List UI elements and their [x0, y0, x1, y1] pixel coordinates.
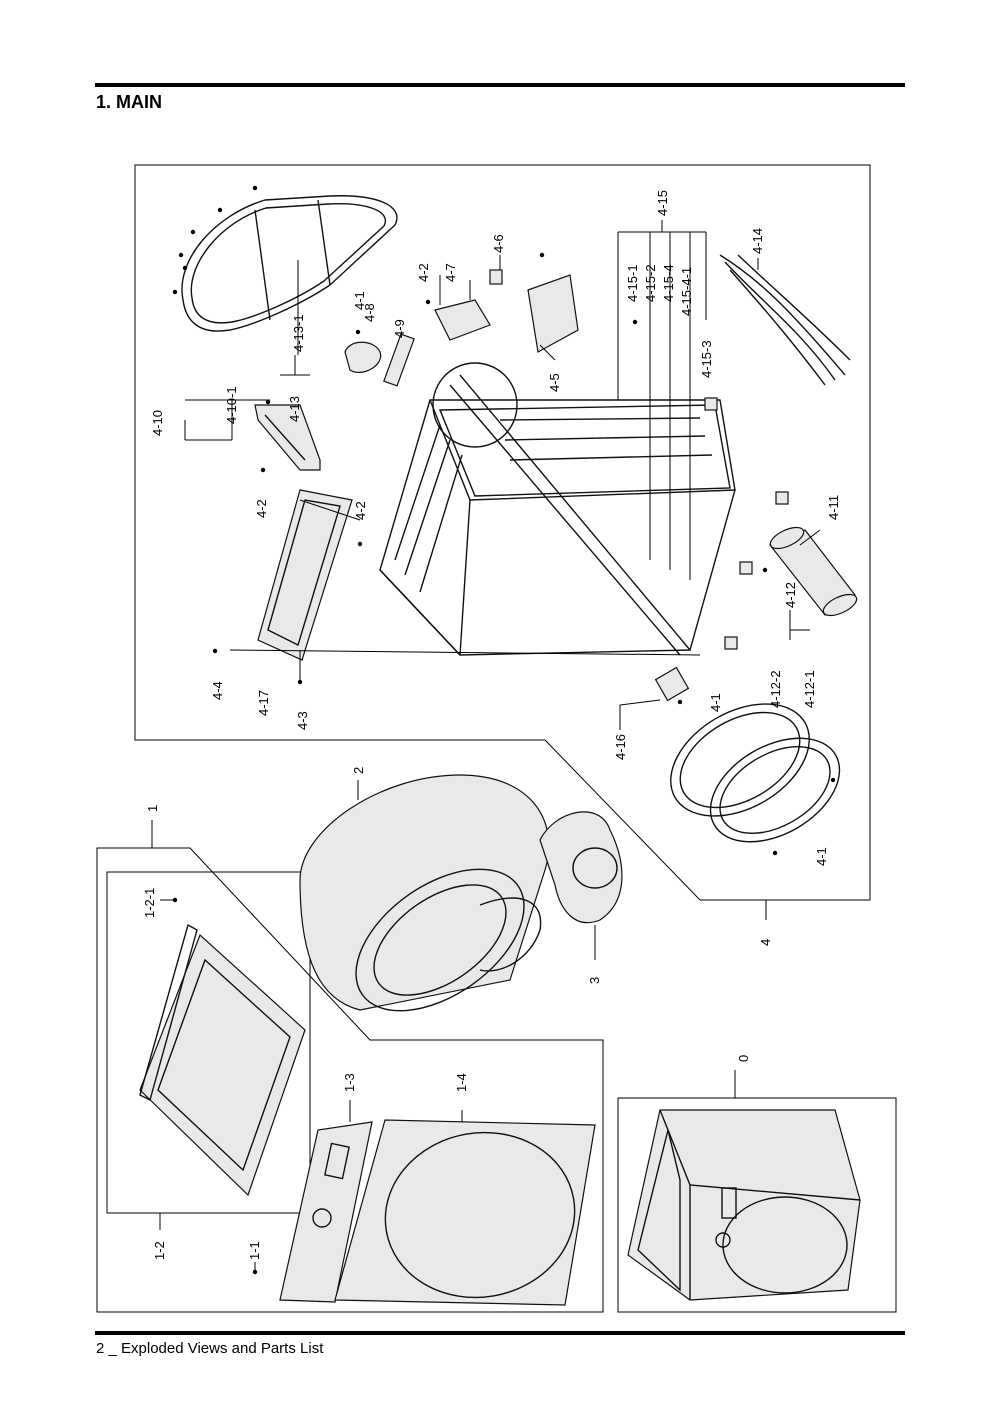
label-4-15: 4-15	[655, 190, 670, 216]
pcb-bracket-part	[527, 274, 579, 353]
front-rail-part	[257, 489, 353, 661]
leveling-feet	[704, 397, 789, 650]
assembled-dryer-part	[627, 1109, 861, 1301]
label-1-3: 1-3	[342, 1073, 357, 1092]
label-4-11: 4-11	[826, 495, 841, 520]
label-4-8: 4-8	[362, 303, 377, 322]
group-0-frame	[617, 1097, 897, 1313]
label-4-10: 4-10	[150, 410, 165, 436]
control-panel-part	[279, 1121, 373, 1303]
door-part	[139, 923, 306, 1197]
label-4-4: 4-4	[210, 681, 225, 700]
part-labels: 0 1 1-1 1-2 1-2-1 1-3 1-4 2 3 4 4-1 4-1 …	[142, 190, 841, 1260]
label-3: 3	[587, 977, 602, 984]
seal-rings-part	[670, 703, 841, 843]
label-4-13-1: 4-13-1	[291, 314, 306, 352]
label-4-2-b: 4-2	[254, 499, 269, 518]
screw-markers	[172, 185, 836, 1275]
label-1-1: 1-1	[247, 1241, 262, 1260]
exhaust-duct-part	[769, 526, 858, 617]
cabinet-part	[379, 362, 736, 656]
label-4-2-c: 4-2	[353, 501, 368, 520]
label-1-2: 1-2	[152, 1241, 167, 1260]
leader-lines	[151, 220, 821, 1272]
page-title: 1. MAIN	[96, 92, 163, 112]
label-4-1-b: 4-1	[708, 693, 723, 712]
top-cover-part	[181, 195, 398, 332]
label-4-3: 4-3	[295, 711, 310, 730]
blower-part	[539, 811, 623, 924]
label-4-14: 4-14	[750, 228, 765, 254]
top-rule	[95, 83, 905, 87]
label-4-12-2: 4-12-2	[768, 670, 783, 708]
sensor-part	[654, 666, 690, 702]
label-4-10-1: 4-10-1	[224, 386, 239, 424]
control-bracket-part	[254, 404, 321, 471]
label-4-7: 4-7	[443, 263, 458, 282]
group-4-frame	[134, 164, 871, 901]
small-parts	[344, 269, 503, 387]
label-2: 2	[351, 767, 366, 774]
label-4-17: 4-17	[256, 690, 271, 716]
label-1-2-1: 1-2-1	[142, 888, 157, 918]
bottom-rule	[95, 1331, 905, 1335]
label-4-13: 4-13	[287, 396, 302, 422]
group-1-frame	[96, 847, 604, 1313]
label-4-16: 4-16	[613, 734, 628, 760]
label-4-5: 4-5	[547, 373, 562, 392]
label-4-12-1: 4-12-1	[802, 670, 817, 708]
label-4-1-c: 4-1	[814, 847, 829, 866]
label-4-6: 4-6	[491, 234, 506, 253]
page-footer: 2 _ Exploded Views and Parts List	[96, 1340, 324, 1357]
label-4-15-4-1: 4-15-4-1	[679, 267, 694, 316]
wire-harness-part	[719, 254, 851, 386]
label-4-15-1: 4-15-1	[625, 264, 640, 302]
front-panel-part	[334, 1119, 596, 1306]
drum-part	[299, 774, 550, 1012]
label-1: 1	[145, 805, 160, 812]
label-0: 0	[736, 1055, 751, 1062]
label-4: 4	[758, 939, 773, 946]
label-4-9: 4-9	[392, 319, 407, 338]
label-4-2-a: 4-2	[416, 263, 431, 282]
label-4-1-a: 4-1	[352, 291, 367, 310]
label-4-15-4: 4-15-4	[661, 264, 676, 302]
label-4-12: 4-12	[783, 582, 798, 608]
label-1-4: 1-4	[454, 1073, 469, 1092]
label-4-15-2: 4-15-2	[643, 264, 658, 302]
label-4-15-3: 4-15-3	[699, 340, 714, 378]
